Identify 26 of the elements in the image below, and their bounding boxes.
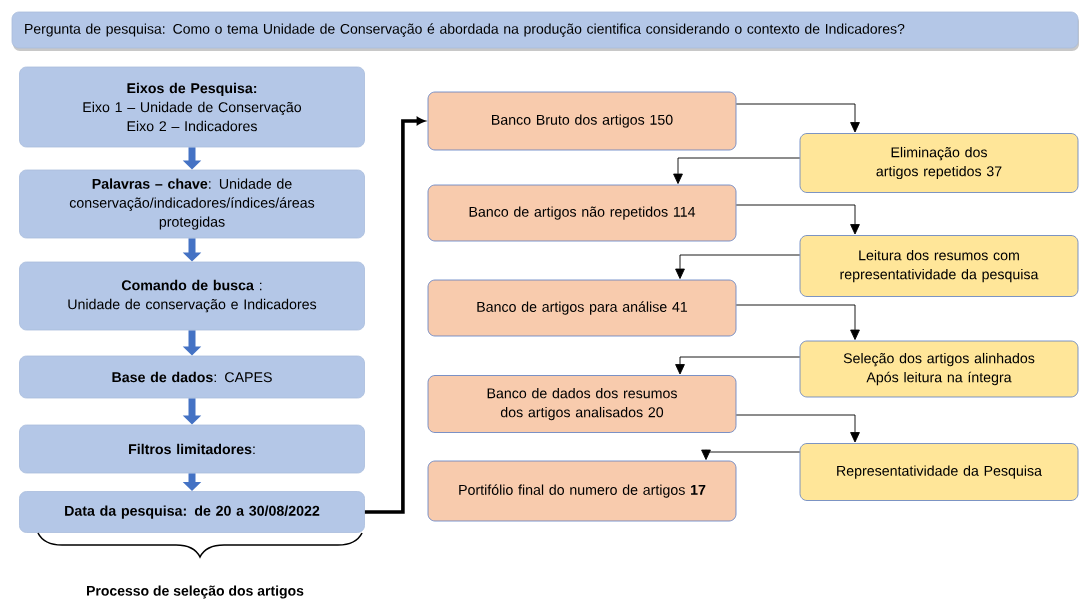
arrow [675,356,801,375]
process-box: Banco Bruto dos artigos 150 [427,91,737,151]
action-box: Seleção dos artigos alinhados Após leitura na íntegra [799,340,1079,398]
brace-label: Processo de seleção dos artigos [87,585,304,599]
step-box: Base de dados: CAPES [19,355,365,399]
action-box: Representatividade da Pesquisa [799,443,1079,501]
step-box: Data da pesquisa: de 20 a 30/08/2022 [19,491,365,533]
process-box: Banco de artigos para análise 41 [427,279,737,337]
question-box: Pergunta de pesquisa: Como o tema Unidade de Conservação é abordada na produção cientifica considerando o contexto de Indicadores? [11,11,1079,51]
process-box: Banco de artigos não repetidos 114 [427,184,737,242]
arrow [735,414,860,443]
step-box: Comando de busca : Unidade de conservação e Indicadores [19,261,365,331]
arrow [735,204,860,235]
step-box: Filtros limitadores: [19,424,365,474]
step-box: Eixos de Pesquisa: Eixo 1 – Unidade de Conservação Eixo 2 – Indicadores [19,66,365,148]
arrow [735,304,860,340]
action-box: Leitura dos resumos com representatividade da pesquisa [799,235,1079,297]
arrow [673,157,801,184]
arrow [735,103,860,133]
process-box: Portifólio final do numero de artigos 17 [427,460,737,522]
action-box: Eliminação dos artigos repetidos 37 [799,133,1079,193]
arrow [675,254,801,279]
process-box: Banco de dados dos resumos dos artigos analisados 20 [427,375,737,433]
arrow [701,449,801,460]
arrow [364,117,425,514]
step-box: Palavras – chave: Unidade de conservação/indicadores/índices/áreas protegidas [19,169,365,239]
